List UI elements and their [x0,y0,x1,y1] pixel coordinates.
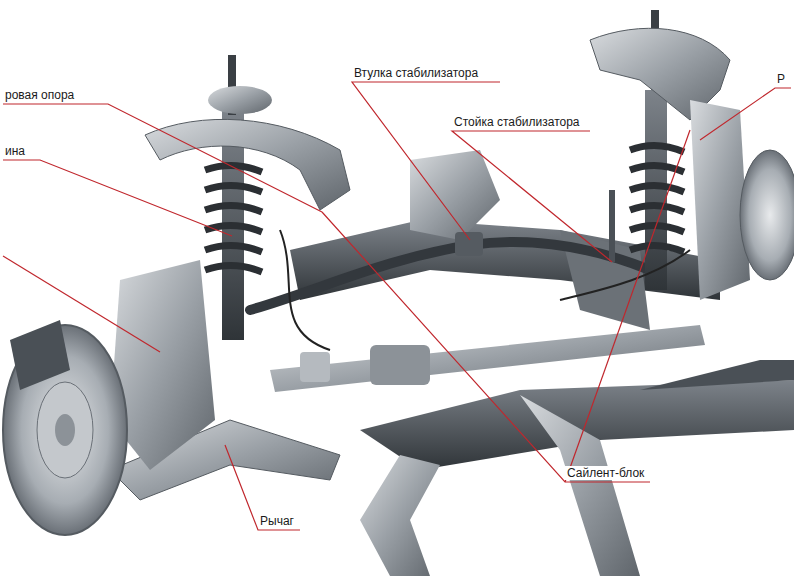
strut-mount [208,86,272,114]
coil-spring [630,145,684,252]
part-label: ина [3,144,27,158]
part-label: Р [775,72,787,86]
part-label: Стойка стабилизатора [452,115,582,129]
hub-center [55,414,75,446]
stabilizer-bar [250,242,650,310]
stabilizer-bushing [455,232,483,256]
leader-line [3,104,322,212]
upper-control-arm [145,119,350,210]
stabilizer-link [609,190,615,262]
leader-line [3,256,160,352]
leader-line [352,82,500,240]
leader-line [452,131,612,262]
steering-valve [370,345,430,385]
brake-hose [280,230,330,350]
leader-line [700,88,791,140]
steering-rack [270,325,705,392]
brake-caliper [10,320,70,390]
coil-spring [205,165,262,272]
cross-member-leg [360,455,440,576]
brake-hose [560,250,690,300]
part-label: Втулка стабилизатора [352,66,480,80]
subframe-mount [410,150,500,240]
cross-member-leg [640,360,794,390]
leader-line [3,160,232,236]
part-label: ровая опора [3,88,76,102]
rack-boot [300,352,330,382]
part-label: Сайлент-блок [565,466,646,480]
brake-disc [740,150,794,280]
leader-line [225,445,300,530]
cross-member-leg [520,395,640,576]
leader-line [322,212,650,482]
part-label: Рычаг [258,514,296,528]
leader-line [565,130,690,482]
shock-absorber [645,90,667,290]
wheel-hub [37,382,93,478]
